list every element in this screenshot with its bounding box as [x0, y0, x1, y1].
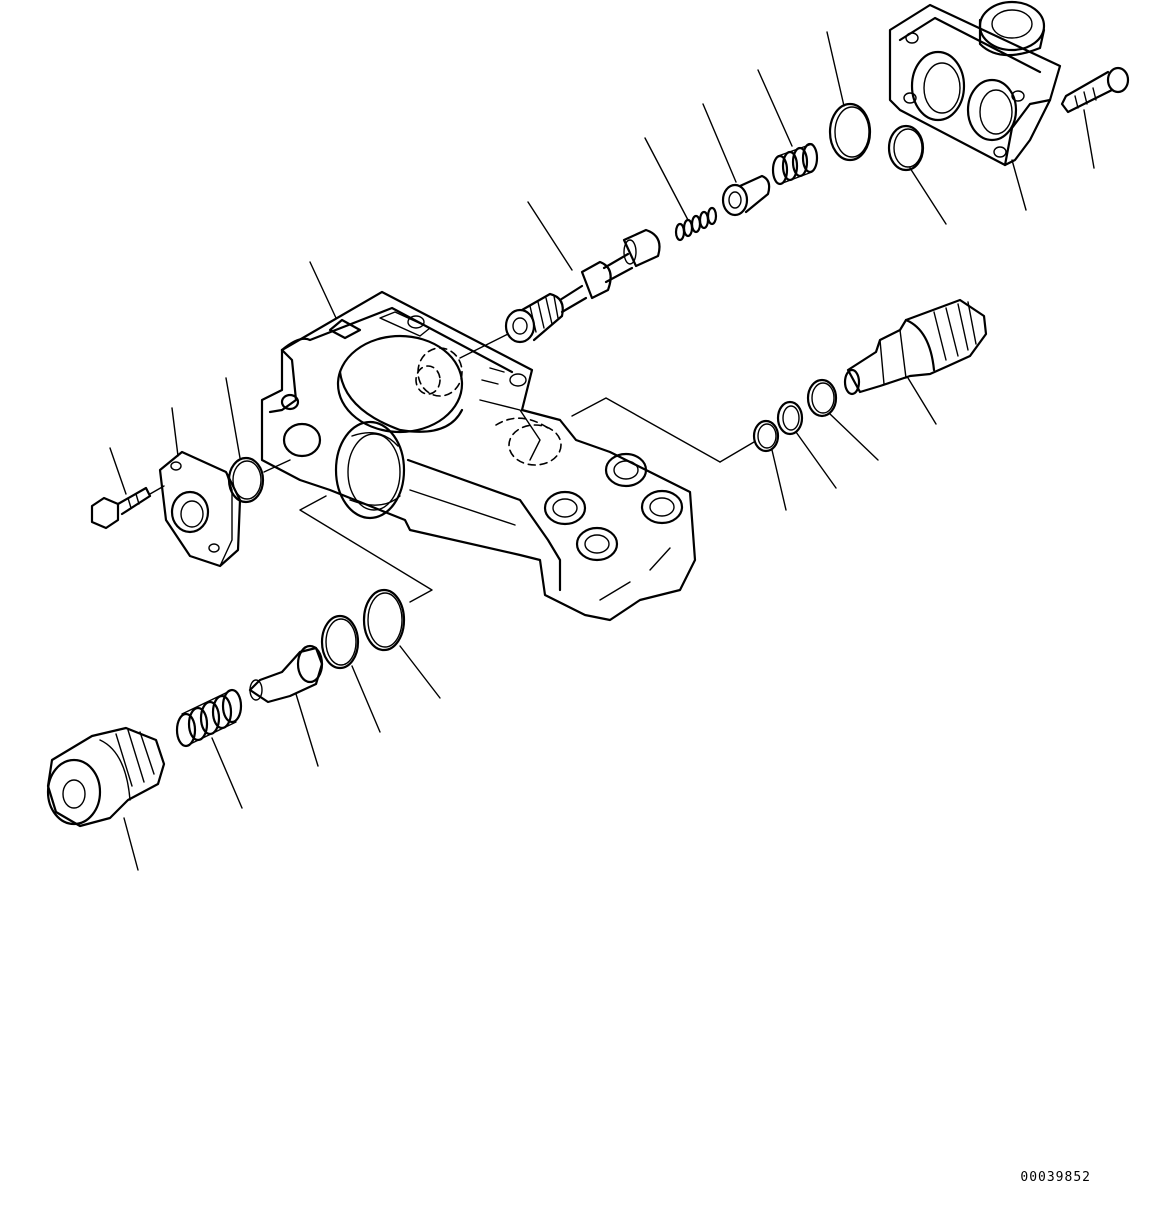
o-ring-lower-large [362, 588, 406, 652]
o-ring-right-large [806, 378, 838, 418]
left-cover [158, 450, 242, 568]
assembly-guide-lines [149, 333, 755, 603]
o-ring-right-small [752, 419, 780, 453]
spool [504, 228, 661, 344]
spring-upper [771, 142, 819, 186]
spring-lower [175, 688, 243, 748]
plug-lower [46, 726, 166, 828]
backup-ring-right [776, 400, 804, 436]
bolt-upper-right [1060, 66, 1130, 114]
drawing-reference-number: 00039852 [1020, 1170, 1091, 1185]
o-ring-lower-small [320, 614, 360, 670]
spring-small [674, 206, 718, 242]
flange-block [888, 0, 1062, 167]
valve-cartridge-right [843, 298, 988, 396]
piston-lower [248, 644, 324, 704]
o-ring-upper-small [887, 124, 925, 172]
bolt-left [90, 486, 152, 530]
leader-lines [109, 31, 1095, 871]
o-ring-left [227, 456, 265, 504]
piston-upper [721, 174, 771, 217]
valve-body [260, 290, 697, 622]
o-ring-upper-large [828, 102, 872, 162]
